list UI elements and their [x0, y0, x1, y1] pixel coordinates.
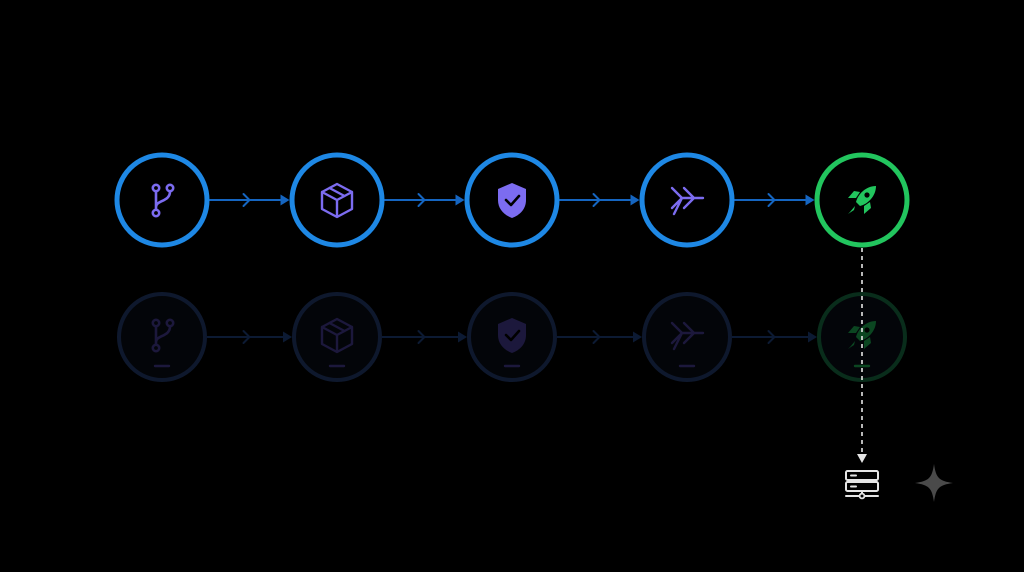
rocket-icon — [848, 321, 876, 349]
stage-node-test[interactable] — [467, 292, 557, 382]
package-box-icon — [320, 317, 354, 354]
connector-arrow — [207, 330, 292, 344]
stage-ring — [639, 152, 735, 248]
git-branch-icon — [151, 318, 175, 353]
stage-node-merge[interactable] — [639, 152, 735, 248]
connector-arrow — [209, 193, 290, 207]
connector-arrow — [559, 193, 640, 207]
deploy-target-group — [845, 248, 953, 502]
sparkle-icon — [915, 464, 953, 502]
pipeline-main-row — [114, 152, 910, 248]
connector-arrow — [384, 193, 465, 207]
deploy-dashed-arrow — [857, 248, 867, 463]
stage-node-test[interactable] — [464, 152, 560, 248]
server-icon[interactable] — [845, 470, 879, 500]
stage-node-source[interactable] — [117, 292, 207, 382]
stage-node-merge[interactable] — [642, 292, 732, 382]
connector-arrow — [732, 330, 817, 344]
shield-check-icon — [498, 183, 526, 218]
git-branch-icon — [151, 183, 175, 218]
shield-check-icon — [498, 318, 526, 353]
stage-ring — [642, 292, 732, 382]
connector-arrow — [734, 193, 815, 207]
rocket-icon — [848, 186, 876, 214]
stage-node-build[interactable] — [292, 292, 382, 382]
merge-arrows-icon — [670, 186, 705, 216]
stage-node-build[interactable] — [289, 152, 385, 248]
stage-node-deploy[interactable] — [814, 152, 910, 248]
stage-node-source[interactable] — [114, 152, 210, 248]
merge-arrows-icon — [670, 321, 705, 351]
package-box-icon — [320, 182, 354, 219]
connector-arrow — [382, 330, 467, 344]
connector-arrow — [557, 330, 642, 344]
